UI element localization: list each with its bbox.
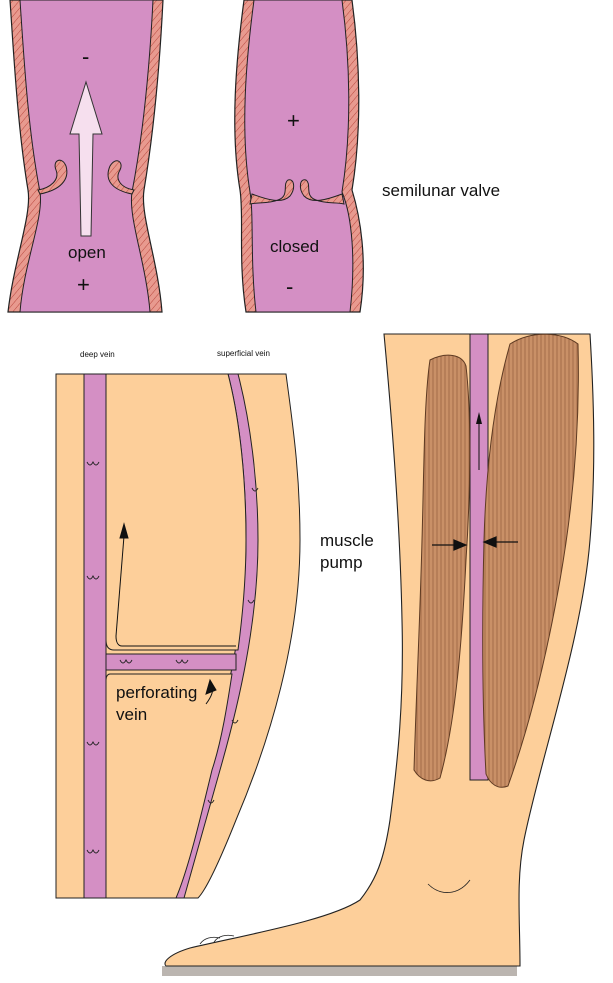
deep-vein-label: deep vein [80,350,115,359]
closed-valve-cusp-right [299,179,345,205]
muscle-pump-label-line2: pump [320,553,363,572]
vein-valve-marks [86,460,259,854]
closed-valve-illustration: + closed - [234,0,364,313]
deep-vein [83,373,107,899]
ankle-crease [427,879,471,893]
open-minus-sign: - [82,44,89,69]
compression-arrows [432,536,518,551]
superficial-vein-label: superficial vein [217,349,270,358]
closed-valve-lumen [244,0,354,313]
open-label: open [68,243,106,262]
vein-system-illustration: deep vein superficial vein perforating v… [55,349,301,899]
open-valve-illustration: - open + [7,0,164,313]
closed-label: closed [270,237,319,256]
semilunar-valve-label: semilunar valve [382,181,500,200]
open-valve-cusp-right [107,160,135,195]
perforating-vein [105,653,237,671]
perforating-vein-label-line2: vein [116,705,147,724]
blood-flow-arrow [69,80,103,237]
leg-vein-flow-arrow [476,412,482,470]
muscle-pump-label-line1: muscle [320,531,374,550]
ground-strip [162,966,517,976]
flow-arrows [115,522,236,705]
open-valve-cusp-left [37,159,68,195]
leg-muscle-pump-illustration: muscle pump [162,333,595,976]
open-plus-sign: + [77,272,90,297]
right-calf-muscle [482,333,579,788]
closed-valve-cusp-left [249,179,295,205]
closed-minus-sign: - [286,274,293,299]
upper-tissue-block [105,373,247,651]
lower-tissue-block [105,673,233,899]
left-calf-muscle [413,354,471,782]
closed-plus-sign: + [287,108,300,133]
perforating-vein-label-line1: perforating [116,683,197,702]
toe-lines [199,934,235,945]
